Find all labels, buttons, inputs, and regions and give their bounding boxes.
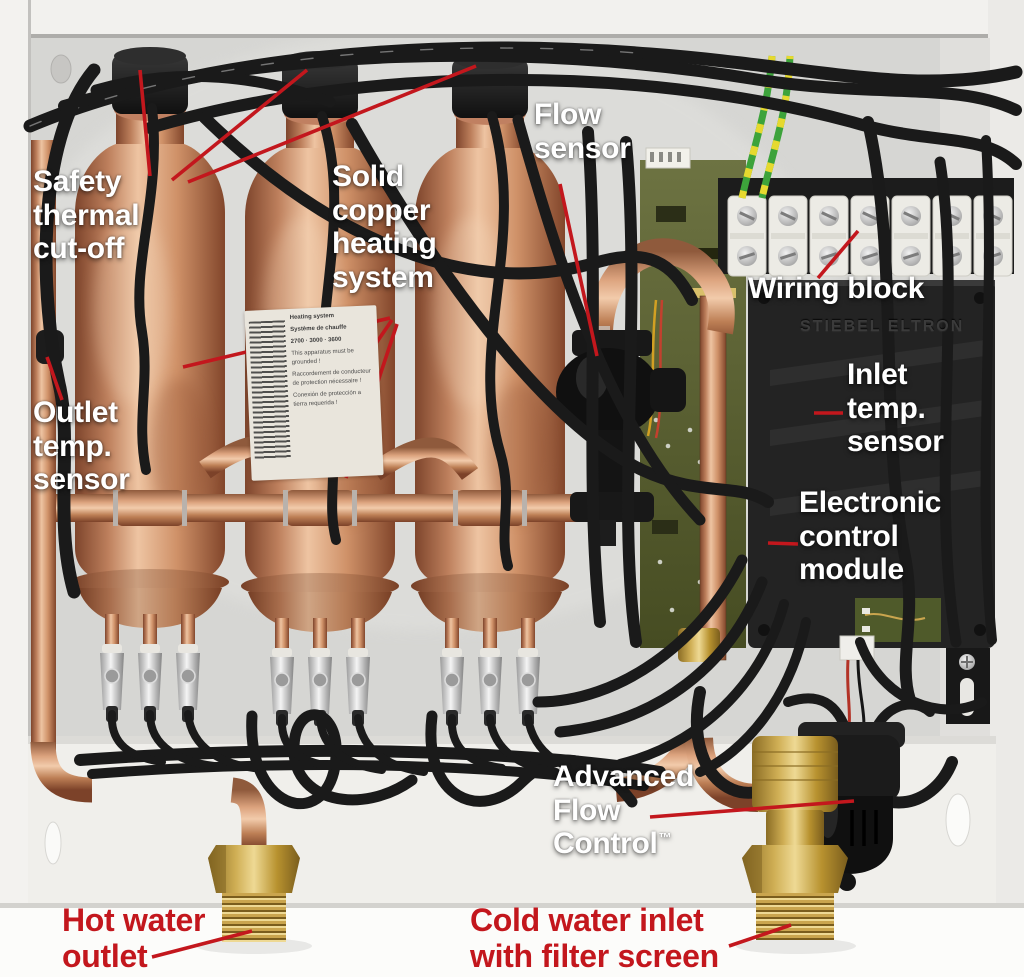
- sticker-line: This apparatus must be grounded !: [291, 348, 355, 366]
- trademark-symbol: ™: [658, 830, 672, 846]
- callout-wiring-block: Wiring block: [748, 272, 925, 305]
- callout-flow-sensor: Flow sensor: [534, 98, 631, 165]
- module-brand-embossed: STIEBEL ELTRON: [800, 318, 965, 335]
- sticker-line: Raccordement de conducteur de protection…: [292, 368, 371, 387]
- callout-outlet-temp-sensor: Outlet temp. sensor: [33, 396, 130, 497]
- barcode: [248, 320, 291, 460]
- callout-solid-copper-heating-system: Solid copper heating system: [332, 160, 437, 294]
- callout-cold-water-inlet: Cold water inlet with filter screen: [470, 902, 719, 974]
- hot-water-outlet-fitting: [208, 845, 300, 942]
- cables: [23, 41, 1023, 810]
- spec-sticker: Heating system Système de chauffe 2700 ·…: [244, 305, 384, 481]
- sticker-line: Système de chauffe: [290, 324, 347, 333]
- advanced-flow-control-text: Advanced Flow Control: [553, 760, 694, 861]
- callout-inlet-temp-sensor: Inlet temp. sensor: [847, 358, 944, 459]
- callout-advanced-flow-control: Advanced Flow Control™: [553, 760, 694, 861]
- callout-electronic-control-module: Electronic control module: [799, 486, 942, 587]
- sticker-line: 2700 · 3000 · 3600: [290, 336, 342, 345]
- callout-hot-water-outlet: Hot water outlet: [62, 902, 206, 974]
- callout-safety-thermal-cutoff: Safety thermal cut-off: [33, 165, 140, 266]
- sticker-line: Conexión de protección a tierra requerid…: [292, 389, 362, 408]
- sticker-line: Heating system: [289, 313, 335, 321]
- terminal-blocks: [727, 195, 1013, 277]
- spec-sticker-text: Heating system Système de chauffe 2700 ·…: [290, 310, 380, 473]
